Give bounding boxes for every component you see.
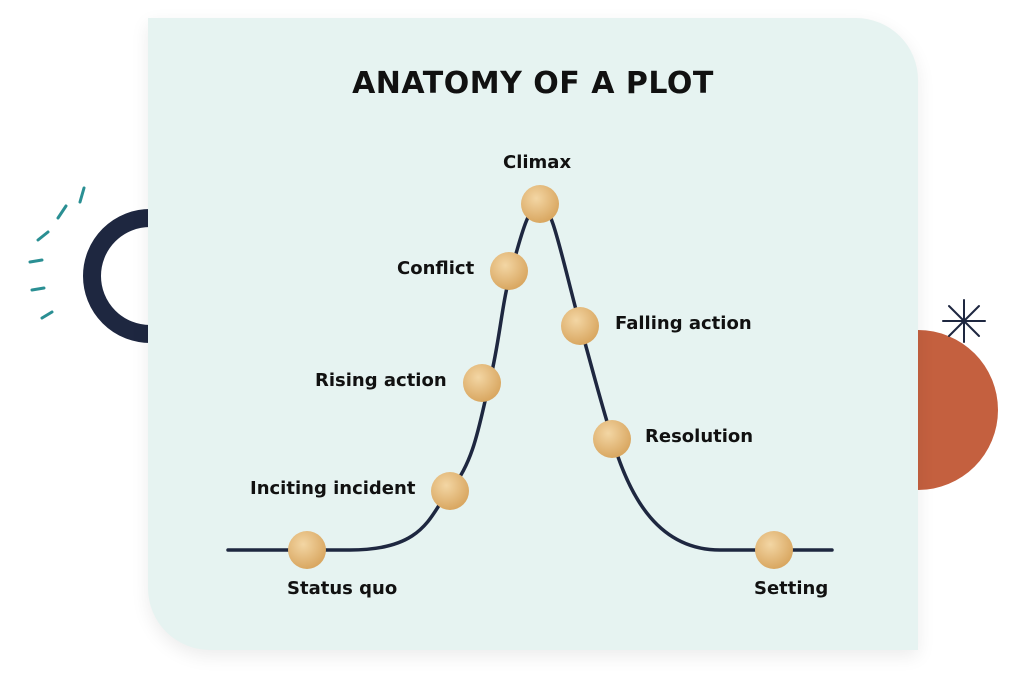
climax-label: Climax bbox=[503, 152, 572, 173]
conflict-point bbox=[490, 252, 528, 290]
asterisk-icon bbox=[942, 299, 986, 343]
status-quo-point bbox=[288, 531, 326, 569]
resolution-point bbox=[593, 420, 631, 458]
conflict-label: Conflict bbox=[397, 258, 475, 279]
teal-dashes bbox=[28, 186, 86, 320]
diagram-title: ANATOMY OF A PLOT bbox=[352, 66, 714, 101]
falling-action-label: Falling action bbox=[615, 313, 752, 334]
climax-point bbox=[521, 185, 559, 223]
resolution-label: Resolution bbox=[645, 426, 754, 447]
falling-action-point bbox=[561, 307, 599, 345]
inciting-incident-label: Inciting incident bbox=[250, 478, 416, 499]
setting-point bbox=[755, 531, 793, 569]
rising-action-point bbox=[463, 364, 501, 402]
orange-semicircle bbox=[918, 330, 998, 490]
inciting-incident-point bbox=[431, 472, 469, 510]
rising-action-label: Rising action bbox=[315, 370, 447, 391]
setting-label: Setting bbox=[754, 578, 829, 599]
status-quo-label: Status quo bbox=[287, 578, 398, 599]
